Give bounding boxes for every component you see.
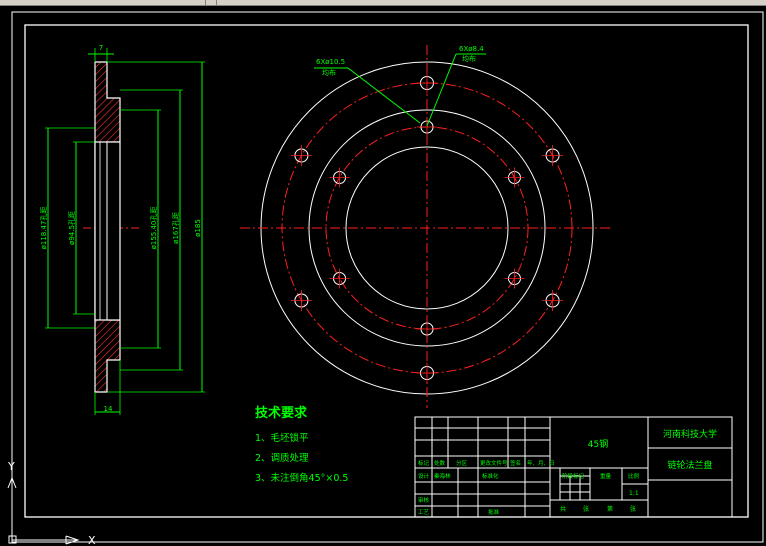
side-view: 7 14 ø118.47孔距 ø94.5孔距 ø155.40孔距 ø167孔距 … [40, 44, 205, 415]
process-label: 工艺 [418, 509, 430, 516]
sheet-no-label: 第 [607, 505, 613, 513]
callout-text: 6Xø10.5 [316, 58, 345, 66]
approve-label: 批准 [488, 508, 500, 516]
top-dim-text: 7 [99, 44, 103, 52]
row-label: 更改文件号 [480, 459, 508, 467]
dim-text-2: ø94.5孔距 [68, 211, 76, 245]
review-label: 审核 [418, 496, 430, 504]
title-block [414, 416, 733, 518]
title-block-frame [414, 416, 733, 518]
leader-line [426, 53, 457, 127]
row-label: 分区 [456, 459, 468, 467]
ucs-x-label: X [88, 534, 96, 546]
design-label: 设计 [418, 472, 430, 480]
school-text: 河南科技大学 [663, 428, 717, 440]
scale-value: 1:1 [629, 490, 639, 497]
stage-mark-label: 阶段标记 [562, 472, 585, 480]
leader-line [347, 67, 421, 124]
toolbar-segment [0, 0, 206, 5]
inner-frame [24, 24, 749, 518]
ucs-y-label: Y [7, 460, 15, 473]
row-label: 处数 [434, 459, 446, 467]
row-label: 签名 [510, 459, 521, 467]
standardize-label: 标准化 [482, 472, 499, 480]
bolt-holes [290, 72, 564, 384]
callout-text: 均布 [462, 54, 476, 63]
dim-text-4: ø167孔距 [172, 212, 180, 244]
tech-item: 2、调质处理 [255, 452, 309, 464]
tech-item: 1、毛坯锁平 [255, 432, 309, 444]
sheet-total-label: 共 [560, 505, 566, 513]
dim-text-1: ø118.47孔距 [40, 207, 48, 250]
tech-title: 技术要求 [255, 405, 308, 421]
weight-label: 重量 [600, 472, 612, 480]
sheet-unit-label: 张 [583, 505, 589, 513]
toolbar-strip [0, 0, 766, 6]
row-label: 标记 [418, 459, 430, 467]
callout-text: 6Xø8.4 [459, 45, 484, 53]
tech-requirements: 技术要求 1、毛坯锁平 2、调质处理 3、未注倒角45°×0.5 [255, 405, 348, 484]
title-block-text: 45钢 河南科技大学 链轮法兰盘 标记 处数 分区 更改文件号 签名 年、月、日… [418, 428, 717, 516]
material-text: 45钢 [588, 438, 608, 450]
bore-circle [345, 146, 509, 310]
tech-item: 3、未注倒角45°×0.5 [255, 472, 348, 484]
sheet-unit-label: 张 [630, 505, 636, 513]
bottom-dim-text: 14 [104, 405, 113, 413]
ucs-icon [7, 476, 80, 545]
scale-label: 比例 [628, 472, 640, 480]
dim-text-3: ø155.40孔距 [150, 207, 158, 250]
toolbar-segment [206, 0, 217, 5]
part-name-text: 链轮法兰盘 [667, 459, 712, 471]
outer-frame [11, 11, 764, 543]
callout-text: 均布 [322, 68, 336, 77]
designer-name: 秦海林 [434, 472, 451, 480]
row-label: 年、月、日 [527, 459, 555, 467]
dim-text-5: ø185 [194, 219, 202, 237]
front-view: 6Xø8.4 均布 6Xø10.5 均布 [240, 45, 612, 408]
